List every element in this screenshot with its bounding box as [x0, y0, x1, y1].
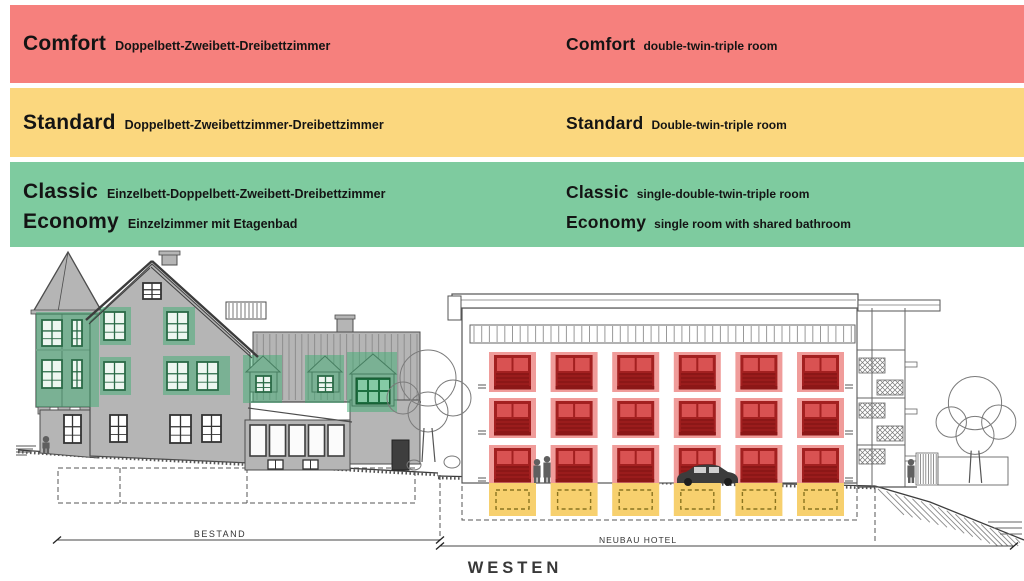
standard-german: Standard Doppelbett-Zweibettzimmer-Dreib…: [23, 111, 566, 135]
economy-german: Economy Einzelzimmer mit Etagenbad: [23, 210, 566, 234]
comfort-subtitle-de: Doppelbett-Zweibett-Dreibettzimmer: [115, 39, 331, 53]
dimension-label-bestand: BESTAND: [194, 529, 246, 539]
economy-subtitle-de: Einzelzimmer mit Etagenbad: [127, 216, 298, 231]
economy-title-en: Economy: [566, 211, 647, 232]
economy-title-de: Economy: [23, 209, 119, 233]
new-hotel-building: [447, 293, 941, 516]
legend-band-comfort: Comfort Doppelbett-Zweibett-Dreibettzimm…: [10, 5, 1024, 83]
classic-row: Classic Einzelbett-Doppelbett-Zweibett-D…: [23, 180, 1024, 204]
standard-room-unit: [735, 483, 783, 516]
standard-room-unit: [489, 483, 536, 516]
comfort-room-window: [673, 352, 721, 392]
comfort-room-window: [489, 398, 536, 438]
drawing-annotations: BESTAND NEUBAU HOTEL WESTEN: [194, 529, 677, 577]
room-category-legend: Comfort Doppelbett-Zweibett-Dreibettzimm…: [10, 5, 1024, 247]
economy-row: Economy Einzelzimmer mit Etagenbad Econo…: [23, 210, 1024, 234]
economy-subtitle-en: single room with shared bathroom: [654, 216, 851, 231]
classic-german: Classic Einzelbett-Doppelbett-Zweibett-D…: [23, 180, 566, 204]
comfort-room-window: [550, 445, 598, 485]
comfort-room-window: [612, 352, 660, 392]
dimension-lines: [52, 536, 1019, 550]
comfort-title-en: Comfort: [566, 34, 636, 54]
comfort-room-window: [735, 398, 783, 438]
basement-outline: [57, 467, 876, 544]
comfort-room-window: [673, 398, 721, 438]
standard-room-unit: [550, 483, 598, 516]
comfort-room-window: [489, 445, 536, 485]
comfort-room-window: [735, 445, 783, 485]
classic-english: Classic single-double-twin-triple room: [566, 182, 1024, 203]
classic-subtitle-en: single-double-twin-triple room: [636, 186, 810, 201]
standard-room-unit: [797, 483, 844, 516]
comfort-room-window: [797, 398, 844, 438]
classic-subtitle-de: Einzelbett-Doppelbett-Zweibett-Dreibettz…: [106, 186, 386, 201]
comfort-room-window: [550, 398, 598, 438]
comfort-room-window: [612, 398, 660, 438]
standard-title-de: Standard: [23, 110, 116, 134]
comfort-german: Comfort Doppelbett-Zweibett-Dreibettzimm…: [23, 32, 566, 56]
car: [677, 464, 738, 486]
legend-band-classic-economy: Classic Einzelbett-Doppelbett-Zweibett-D…: [10, 162, 1024, 247]
people: [42, 436, 915, 483]
standard-row: Standard Doppelbett-Zweibettzimmer-Dreib…: [23, 111, 1024, 135]
generated-drawing: [16, 250, 1024, 550]
economy-english: Economy single room with shared bathroom: [566, 212, 1024, 233]
site-right: [16, 349, 1017, 486]
standard-subtitle-en: Double-twin-triple room: [651, 117, 787, 132]
comfort-room-window: [489, 352, 536, 392]
dimension-label-neubau-hotel: NEUBAU HOTEL: [599, 535, 677, 545]
legend-band-standard: Standard Doppelbett-Zweibettzimmer-Dreib…: [10, 88, 1024, 157]
standard-room-unit: [612, 483, 660, 516]
comfort-row: Comfort Doppelbett-Zweibett-Dreibettzimm…: [23, 32, 1024, 56]
comfort-subtitle-en: double-twin-triple room: [643, 39, 778, 53]
standard-title-en: Standard: [566, 112, 644, 133]
west-elevation-drawing: BESTAND NEUBAU HOTEL WESTEN: [16, 250, 1024, 577]
classic-title-en: Classic: [566, 181, 629, 202]
standard-subtitle-de: Doppelbett-Zweibettzimmer-Dreibettzimmer: [124, 117, 384, 132]
bestand-windows: [41, 282, 391, 470]
comfort-english: Comfort double-twin-triple room: [566, 34, 1024, 55]
comfort-room-window: [612, 445, 660, 485]
comfort-room-window: [797, 352, 844, 392]
comfort-room-window: [797, 445, 844, 485]
stair-tower: [856, 308, 918, 488]
comfort-title-de: Comfort: [23, 32, 107, 55]
elevation-drawing-area: BESTAND NEUBAU HOTEL WESTEN: [0, 250, 1024, 581]
comfort-room-window: [735, 352, 783, 392]
standard-english: Standard Double-twin-triple room: [566, 113, 1024, 134]
classic-title-de: Classic: [23, 179, 98, 203]
comfort-room-window: [550, 352, 598, 392]
roof-lines: [85, 260, 267, 359]
orientation-label-westen: WESTEN: [468, 559, 563, 577]
standard-room-unit: [673, 483, 721, 516]
